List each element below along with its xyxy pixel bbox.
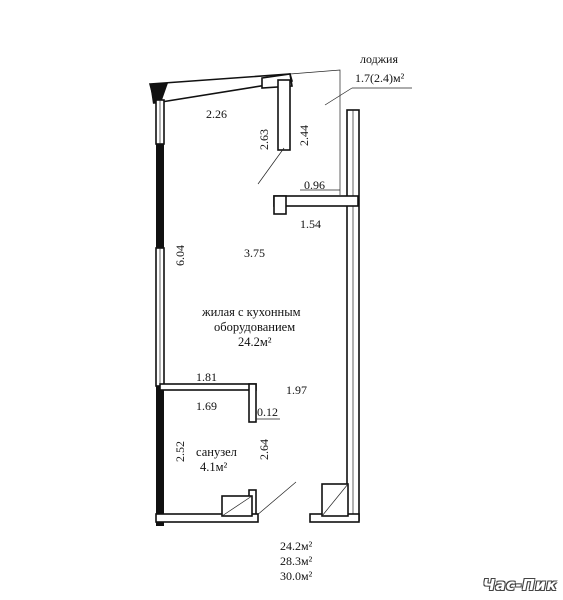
dim-1-81: 1.81	[196, 370, 217, 384]
dim-6-04: 6.04	[173, 245, 187, 266]
dim-1-54: 1.54	[300, 217, 321, 231]
top-wall-left-cap	[150, 83, 168, 104]
total-area-with-loggia: 30.0м²	[280, 569, 313, 583]
door-swing-bathroom	[255, 481, 297, 517]
bathroom-right-wall	[248, 383, 257, 423]
shaft-left-hatch	[221, 495, 253, 517]
bottom-wall-left	[155, 513, 259, 523]
total-area: 28.3м²	[280, 554, 313, 568]
loggia-outline	[289, 69, 341, 195]
left-wall-segment-dark	[156, 144, 164, 248]
shaft-right-hatch	[321, 483, 349, 517]
loggia-partition-vertical	[277, 79, 291, 151]
loggia-area: 1.7(2.4)м²	[355, 71, 405, 85]
living-room-label-1: жилая с кухонным	[201, 305, 301, 319]
dim-1-97: 1.97	[286, 383, 307, 397]
dim-2-26: 2.26	[206, 107, 227, 121]
door-swing-loggia	[257, 147, 285, 185]
dim-2-52: 2.52	[173, 441, 187, 462]
bathroom-area: 4.1м²	[200, 460, 228, 474]
dim-3-75: 3.75	[244, 246, 265, 260]
loggia-bottom-wall-end	[273, 195, 287, 215]
left-wall-bath	[156, 386, 164, 526]
dim-1-69: 1.69	[196, 399, 217, 413]
dim-0-12: 0.12	[257, 405, 278, 419]
living-room-area: 24.2м²	[238, 335, 272, 349]
bathroom-top-wall	[159, 383, 257, 391]
dim-2-44: 2.44	[297, 125, 311, 146]
total-living-area: 24.2м²	[280, 539, 313, 553]
dim-2-64: 2.64	[257, 439, 271, 460]
dim-2-63: 2.63	[257, 129, 271, 150]
dim-0-96: 0.96	[304, 178, 325, 192]
bathroom-label: санузел	[196, 445, 237, 459]
loggia-leader	[324, 87, 353, 106]
living-room-label-2: оборудованием	[214, 320, 295, 334]
loggia-label: лоджия	[360, 52, 398, 66]
watermark-logo: Час-Пик	[482, 576, 557, 594]
